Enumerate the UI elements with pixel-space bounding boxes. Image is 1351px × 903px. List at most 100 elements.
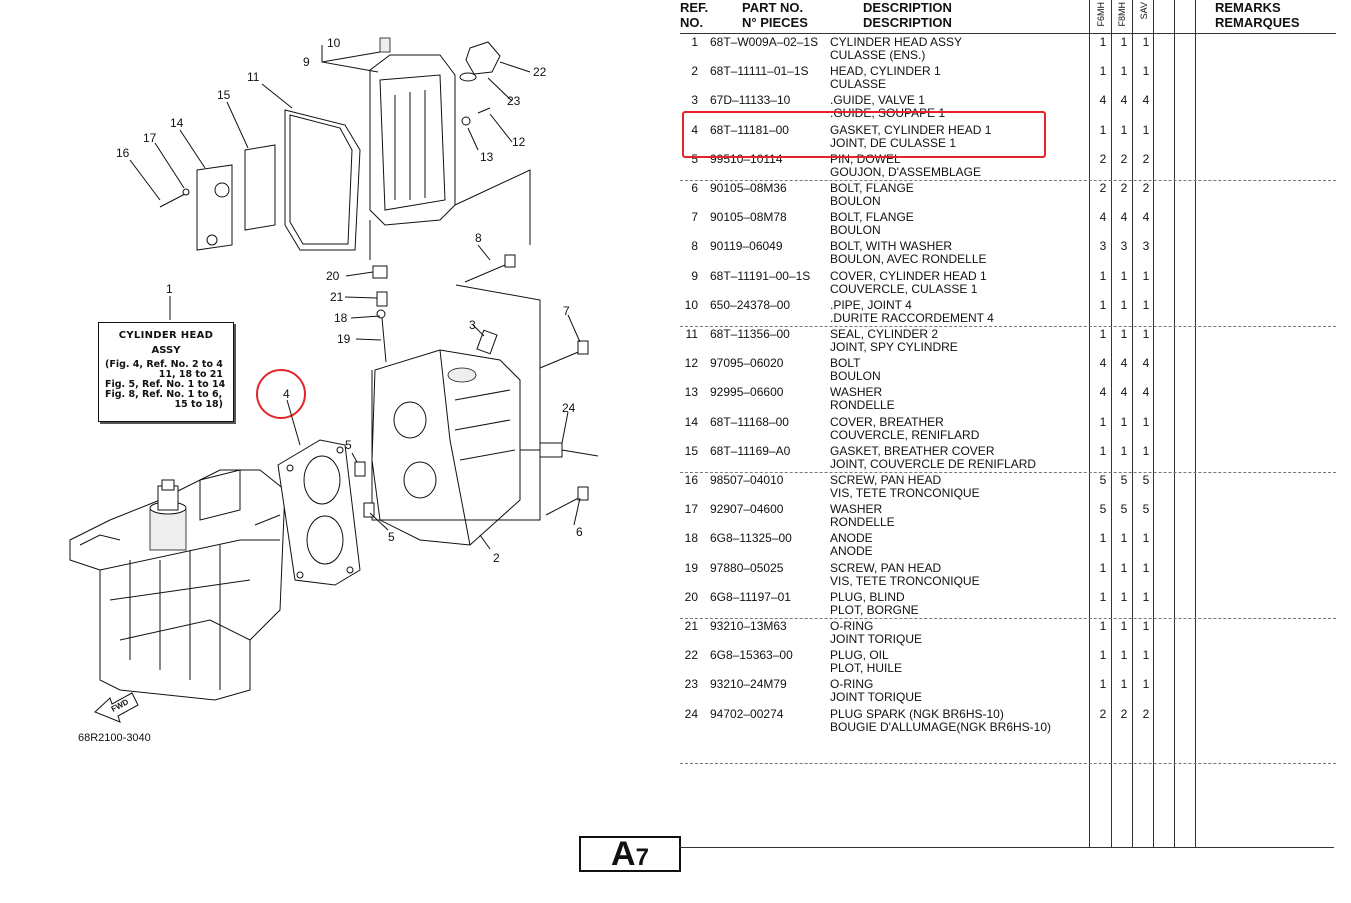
description-en: PIN, DOWEL — [830, 151, 901, 166]
qty-f6mh: 2 — [1099, 706, 1107, 721]
qty-f8mh: 1 — [1120, 589, 1128, 604]
ref-number: 4 — [691, 122, 698, 137]
callout-7: 7 — [563, 304, 570, 318]
description-en: COVER, BREATHER — [830, 414, 944, 429]
assy-note-line: 15 to 18) — [174, 399, 223, 410]
seal-inner-drawing — [289, 114, 353, 245]
qty-f8mh: 1 — [1120, 531, 1128, 546]
description-en: BOLT — [830, 356, 861, 371]
column-rule — [1089, 0, 1090, 848]
oil-plug-drawing — [459, 41, 501, 82]
row-highlight-box — [682, 111, 1046, 158]
part-number: 6G8–11197–01 — [710, 589, 791, 604]
ref-number: 9 — [691, 268, 698, 283]
callout-24: 24 — [562, 401, 576, 415]
ref-number: 13 — [684, 385, 698, 400]
qty-sav: 2 — [1142, 151, 1150, 166]
header-desc-line1: DESCRIPTION — [863, 0, 952, 15]
cylinder-head-cover-drawing — [369, 37, 531, 260]
header-col-f6mh: F6MH — [1096, 2, 1106, 27]
callout-22: 22 — [533, 65, 547, 79]
description-fr: RONDELLE — [830, 515, 895, 530]
part-number: 97880–05025 — [710, 560, 784, 575]
description-en: BOLT, FLANGE — [830, 181, 914, 195]
column-rule — [1111, 0, 1112, 848]
qty-f8mh: 5 — [1120, 502, 1128, 517]
qty-sav: 1 — [1142, 64, 1150, 79]
qty-f6mh: 4 — [1099, 385, 1107, 400]
description-fr: RONDELLE — [830, 398, 895, 413]
part-number: 90105–08M36 — [710, 181, 787, 195]
callout-19: 19 — [337, 332, 351, 346]
qty-f8mh: 2 — [1120, 181, 1128, 195]
qty-sav: 2 — [1142, 181, 1150, 195]
description-en: SEAL, CYLINDER 2 — [830, 327, 939, 341]
figure-code: 68R2100-3040 — [78, 732, 151, 744]
callout-16: 16 — [116, 146, 130, 160]
description-en: BOLT, WITH WASHER — [830, 239, 953, 254]
description-fr: COUVERCLE, RENIFLARD — [830, 427, 980, 442]
ref-number: 22 — [684, 648, 698, 663]
part-number: 98507–04010 — [710, 473, 784, 487]
callout-highlight-circle — [256, 369, 306, 419]
description-fr: CULASSE (ENS.) — [830, 48, 926, 62]
qty-sav: 4 — [1142, 210, 1150, 225]
callout-5b: 5 — [388, 530, 395, 544]
qty-f8mh: 1 — [1120, 560, 1128, 575]
parts-table: REF. NO. PART NO. N° PIECES DESCRIPTION … — [680, 0, 1336, 850]
ref-number: 2 — [691, 64, 698, 79]
part-number: 90105–08M78 — [710, 210, 787, 225]
header-col-f8mh: F8MH — [1117, 2, 1127, 27]
ref-number: 1 — [691, 35, 698, 49]
part-number: 68T–11181–00 — [710, 122, 789, 137]
column-rule — [1153, 0, 1154, 848]
qty-sav: 1 — [1142, 297, 1150, 312]
qty-f6mh: 1 — [1099, 531, 1107, 546]
ref-number: 19 — [684, 560, 698, 575]
description-fr: ANODE — [830, 544, 873, 559]
description-fr: .DURITE RACCORDEMENT 4 — [830, 310, 994, 325]
seal-drawing — [284, 109, 361, 251]
qty-f8mh: 1 — [1120, 619, 1128, 633]
description-en: WASHER — [830, 502, 883, 517]
callout-5a: 5 — [345, 438, 352, 452]
ref-number: 8 — [691, 239, 698, 254]
engine-block-drawing — [69, 469, 286, 701]
callout-9: 9 — [303, 55, 310, 69]
header-part-line1: PART NO. — [742, 0, 804, 15]
qty-f6mh: 2 — [1099, 151, 1107, 166]
qty-f8mh: 1 — [1120, 268, 1128, 283]
part-number: 68T–11168–00 — [710, 414, 789, 429]
header-ref-line2: NO. — [680, 15, 704, 30]
fwd-arrow-icon: FWD — [94, 692, 139, 723]
ref-number: 20 — [684, 589, 698, 604]
qty-sav: 3 — [1142, 239, 1150, 254]
head-gasket-drawing — [277, 439, 361, 586]
qty-f8mh: 4 — [1120, 93, 1128, 108]
qty-sav: 1 — [1142, 122, 1150, 137]
assy-note-line: Fig. 5, Ref. No. 1 to 14 — [105, 379, 226, 390]
description-fr: BOULON — [830, 369, 881, 384]
part-number: 68T–11111–01–1S — [710, 64, 809, 79]
callout-8: 8 — [475, 231, 482, 245]
assy-note-line: Fig. 8, Ref. No. 1 to 6, — [105, 389, 223, 400]
qty-f8mh: 1 — [1120, 327, 1128, 341]
qty-f8mh: 1 — [1120, 64, 1128, 79]
qty-sav: 1 — [1142, 268, 1150, 283]
part-number: 97095–06020 — [710, 356, 784, 371]
description-fr: VIS, TETE TRONCONIQUE — [830, 573, 980, 588]
qty-sav: 1 — [1142, 531, 1150, 546]
callout-13: 13 — [480, 150, 494, 164]
column-rule — [1195, 0, 1196, 848]
